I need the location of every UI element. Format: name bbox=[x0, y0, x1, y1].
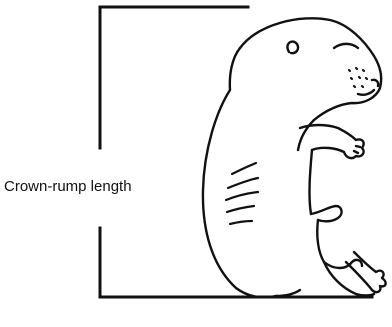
tail bbox=[276, 290, 300, 296]
front-leg bbox=[300, 125, 364, 158]
mouth bbox=[358, 90, 374, 95]
measurement-bracket bbox=[100, 7, 372, 297]
snout-whisker-dots bbox=[349, 68, 367, 87]
hind-thigh bbox=[311, 206, 342, 221]
animal-figure bbox=[203, 18, 386, 297]
skin-folds bbox=[226, 163, 258, 224]
hind-foot bbox=[346, 252, 386, 292]
hind-leg bbox=[317, 220, 362, 268]
front-paw-toes bbox=[354, 146, 360, 153]
measurement-label: Crown-rump length bbox=[4, 178, 196, 196]
belly-outline bbox=[309, 150, 312, 214]
back-outline bbox=[203, 48, 276, 297]
ear bbox=[287, 42, 298, 54]
eye bbox=[334, 44, 358, 48]
nose bbox=[372, 80, 378, 86]
head-outline bbox=[240, 18, 381, 120]
